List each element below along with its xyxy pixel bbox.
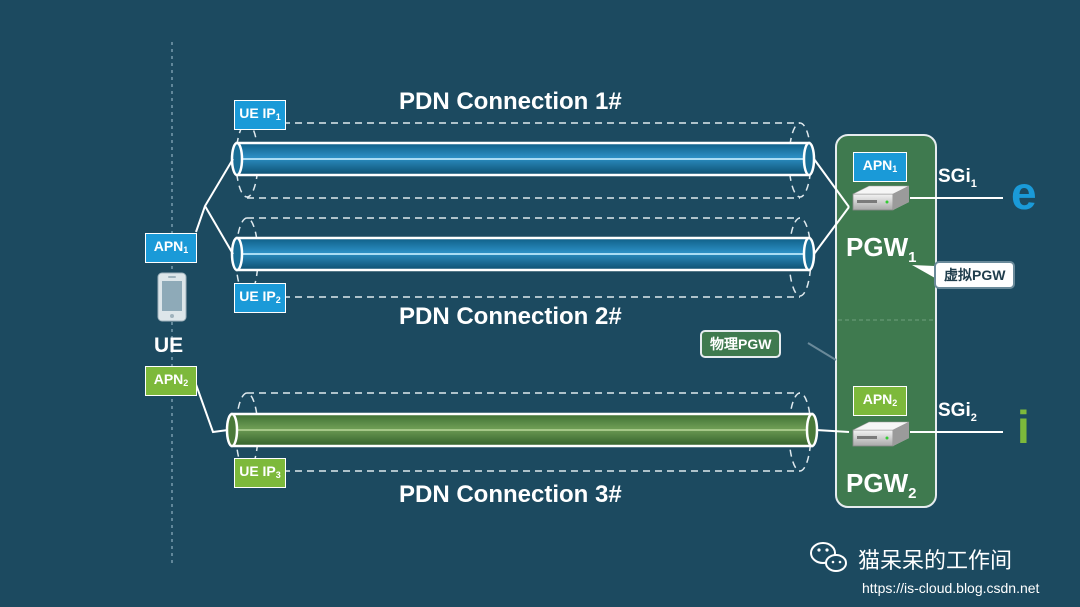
server-icon-2	[852, 421, 910, 447]
watermark-url: https://is-cloud.blog.csdn.net	[862, 580, 1040, 596]
ue-apn-1-tag: APN1	[145, 233, 197, 263]
ue-ip-3-tag: UE IP3	[234, 458, 286, 488]
physical-pgw-callout: 物理PGW	[700, 330, 782, 358]
ue-label: UE	[154, 334, 184, 357]
watermark-name: 猫呆呆的工作间	[858, 549, 1013, 574]
sgi-1-label: SGi1	[938, 166, 977, 190]
connection-2-title: PDN Connection 2#	[399, 303, 622, 330]
connection-3-title: PDN Connection 3#	[399, 481, 622, 508]
tube-3	[225, 392, 819, 472]
tube-2	[230, 217, 816, 298]
pgw-apn-1-tag: APN1	[853, 152, 907, 182]
internet-e-icon: e	[1011, 167, 1037, 219]
server-icon-1	[852, 185, 910, 211]
ims-i-icon: i	[1017, 401, 1030, 453]
physical-callout-pointer	[807, 342, 837, 361]
link-lines	[192, 158, 1003, 434]
ue-apn-2-tag: APN2	[145, 366, 197, 396]
connection-1-title: PDN Connection 1#	[399, 88, 622, 115]
pgw-1-label: PGW1	[846, 232, 917, 267]
virtual-callout-pointer	[912, 265, 935, 278]
pgw-2-label: PGW2	[846, 468, 917, 503]
pgw-apn-2-tag: APN2	[853, 386, 907, 416]
tube-1	[230, 122, 816, 199]
sgi-2-label: SGi2	[938, 400, 977, 424]
phone-icon	[157, 272, 187, 322]
wechat-logo-icon	[810, 542, 847, 572]
virtual-pgw-callout: 虚拟PGW	[934, 261, 1016, 289]
ue-ip-1-tag: UE IP1	[234, 100, 286, 130]
ue-ip-2-tag: UE IP2	[234, 283, 286, 313]
